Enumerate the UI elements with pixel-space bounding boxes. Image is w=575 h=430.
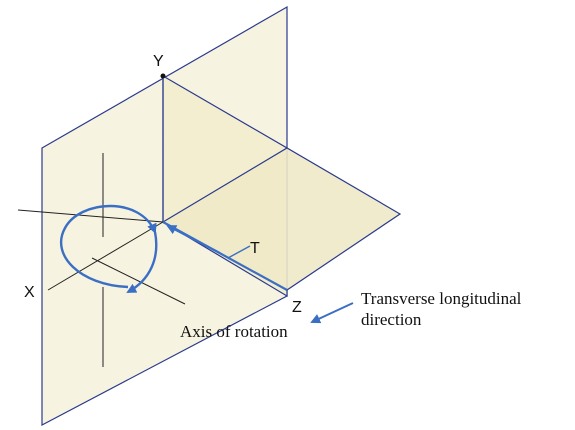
t-segment-arrow	[166, 225, 221, 254]
t-label: T	[250, 240, 260, 257]
x-axis-line	[17, 209, 164, 223]
axis-of-rotation-label: Axis of rotation	[180, 322, 288, 341]
z-axis-label: Z	[292, 299, 302, 316]
rotation-arc-lower	[126, 231, 158, 294]
y-axis-label: Y	[153, 53, 164, 70]
axis-of-rotation-line	[91, 257, 186, 305]
t-label-leader	[227, 245, 251, 259]
x-axis-line-lower	[47, 221, 164, 291]
origin-dot	[160, 73, 166, 79]
transverse-arrow	[310, 302, 354, 324]
x-axis-label: X	[24, 284, 35, 301]
transverse-label-line2: direction	[361, 310, 422, 329]
rotation-arc	[59, 204, 157, 289]
transverse-label-line1: Transverse longitudinal	[361, 289, 522, 308]
